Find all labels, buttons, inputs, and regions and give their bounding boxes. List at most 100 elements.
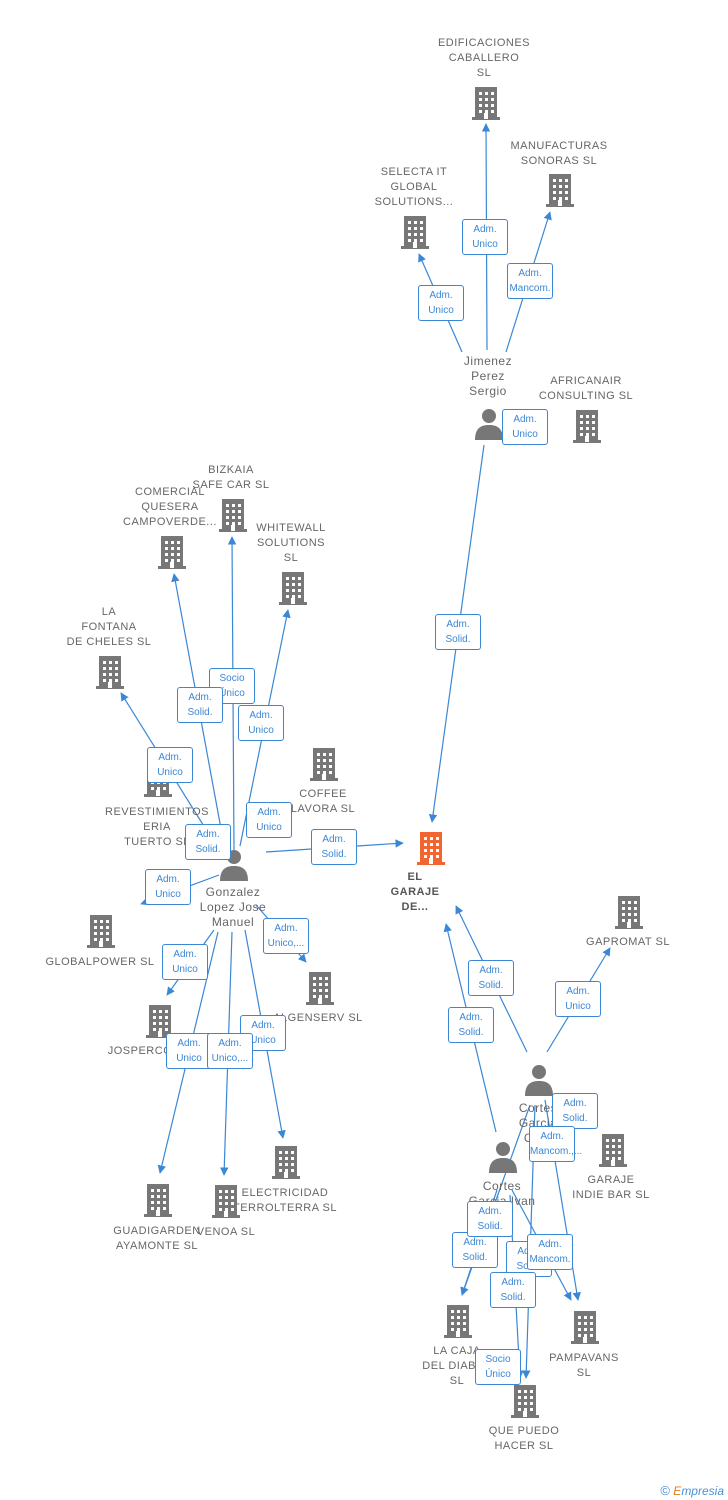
- person-label-jimenez: Jimenez Perez Sergio: [463, 354, 513, 398]
- company-node-lafontana[interactable]: LA FONTANA DE CHELES SL: [49, 605, 169, 650]
- role-badge-cortesi-pampavans[interactable]: Adm. Mancom.: [527, 1234, 573, 1270]
- company-label-pampavans: PAMPAVANS SL: [549, 1352, 619, 1379]
- company-node-africanair[interactable]: AFRICANAIR CONSULTING SL: [526, 374, 646, 404]
- company-label-quepuedo: QUE PUEDO HACER SL: [488, 1425, 560, 1452]
- role-badge-gonzalez-guadigarden[interactable]: Adm. Unico: [166, 1033, 212, 1069]
- company-node-revestimientos[interactable]: REVESTIMIENTOS ERIA TUERTO SL: [97, 805, 217, 850]
- brand-name: mpresia: [681, 1484, 724, 1498]
- building-icon-globalpower[interactable]: [85, 913, 117, 949]
- role-badge-cortesc-lacaja[interactable]: Adm. Solid.: [490, 1272, 536, 1308]
- company-label-bizkaia: BIZKAIA SAFE CAR SL: [192, 464, 270, 491]
- building-icon-quepuedo[interactable]: [509, 1383, 541, 1419]
- brand-footer[interactable]: © Empresia: [660, 1483, 724, 1498]
- company-node-garajeindie[interactable]: GARAJE INDIE BAR SL: [551, 1173, 671, 1203]
- role-badge-jimenez-manufacturas[interactable]: Adm. Mancom.: [507, 263, 553, 299]
- company-node-josperco[interactable]: JOSPERCO: [80, 1044, 200, 1059]
- role-badge-jimenez-africanair[interactable]: Adm. Unico: [502, 409, 548, 445]
- person-icon-cortesi[interactable]: [487, 1139, 519, 1175]
- company-label-josperco: JOSPERCO: [107, 1045, 173, 1057]
- building-icon-venoa[interactable]: [210, 1183, 242, 1219]
- company-node-coffee[interactable]: COFFEE LAVORA SL: [263, 787, 383, 817]
- role-badge-gonzalez-revestimientos[interactable]: Adm. Solid.: [185, 824, 231, 860]
- company-label-selecta: SELECTA IT GLOBAL SOLUTIONS...: [374, 166, 454, 208]
- person-icon-jimenez[interactable]: [473, 406, 505, 442]
- company-node-selecta[interactable]: SELECTA IT GLOBAL SOLUTIONS...: [354, 165, 474, 210]
- building-icon-electricidad[interactable]: [270, 1144, 302, 1180]
- company-node-venoa[interactable]: VENOA SL: [166, 1225, 286, 1240]
- role-badge-cortesi-elgaraje[interactable]: Adm. Solid.: [448, 1007, 494, 1043]
- company-node-manufacturas[interactable]: MANUFACTURAS SONORAS SL: [499, 139, 619, 169]
- building-icon-pampavans[interactable]: [569, 1309, 601, 1345]
- company-node-guadigarden[interactable]: GUADIGARDEN AYAMONTE SL: [97, 1224, 217, 1254]
- building-icon-whitewall[interactable]: [277, 570, 309, 606]
- company-label-revestimientos: REVESTIMIENTOS ERIA TUERTO SL: [105, 806, 209, 848]
- building-icon-guadigarden[interactable]: [142, 1182, 174, 1218]
- company-label-elgaraje: EL GARAJE DE...: [390, 871, 440, 913]
- company-node-comercial[interactable]: COMERCIAL QUESERA CAMPOVERDE...: [110, 485, 230, 530]
- building-icon-coffee[interactable]: [308, 746, 340, 782]
- company-node-electricidad[interactable]: ELECTRICIDAD TERROLTERRA SL: [225, 1186, 345, 1216]
- role-badge-jimenez-edificaciones[interactable]: Adm. Unico: [462, 219, 508, 255]
- building-icon-selecta[interactable]: [399, 214, 431, 250]
- company-label-globalpower: GLOBALPOWER SL: [45, 956, 155, 968]
- role-badge-gonzalez-whitewall[interactable]: Adm. Unico: [238, 705, 284, 741]
- company-node-whitewall[interactable]: WHITEWALL SOLUTIONS SL: [231, 521, 351, 566]
- company-label-lafontana: LA FONTANA DE CHELES SL: [66, 606, 152, 648]
- person-icon-cortesc[interactable]: [523, 1062, 555, 1098]
- role-badge-cortesc-gapromat[interactable]: Adm. Unico: [555, 981, 601, 1017]
- building-icon-josperco[interactable]: [144, 1003, 176, 1039]
- role-badge-cortesc-elgaraje[interactable]: Adm. Solid.: [468, 960, 514, 996]
- company-label-algenserv: ALGENSERV SL: [273, 1012, 363, 1024]
- company-label-comercial: COMERCIAL QUESERA CAMPOVERDE...: [123, 486, 217, 528]
- building-icon-manufacturas[interactable]: [544, 172, 576, 208]
- role-badge-gonzalez-globalpower[interactable]: Adm. Unico: [145, 869, 191, 905]
- role-badge-cortesc-pampavans[interactable]: Adm. Mancom.,...: [529, 1126, 582, 1162]
- company-node-elgaraje[interactable]: EL GARAJE DE...: [355, 870, 475, 915]
- role-badge-cortesc-garajeindie[interactable]: Adm. Solid.: [552, 1093, 598, 1129]
- brand-initial: E: [673, 1484, 682, 1498]
- building-icon-africanair[interactable]: [571, 408, 603, 444]
- company-label-manufacturas: MANUFACTURAS SONORAS SL: [510, 140, 608, 167]
- company-node-pampavans[interactable]: PAMPAVANS SL: [524, 1351, 644, 1381]
- company-label-venoa: VENOA SL: [196, 1226, 256, 1238]
- role-badge-gonzalez-venoa[interactable]: Adm. Unico,...: [207, 1033, 253, 1069]
- building-icon-edificaciones[interactable]: [470, 85, 502, 121]
- company-label-electricidad: ELECTRICIDAD TERROLTERRA SL: [233, 1187, 337, 1214]
- role-badge-jimenez-elgaraje[interactable]: Adm. Solid.: [435, 614, 481, 650]
- role-badge-gonzalez-coffee[interactable]: Adm. Unico: [246, 802, 292, 838]
- person-node-gonzalez[interactable]: Gonzalez Lopez Jose Manuel: [173, 885, 293, 930]
- building-icon-bizkaia[interactable]: [217, 497, 249, 533]
- company-node-quepuedo[interactable]: QUE PUEDO HACER SL: [464, 1424, 584, 1454]
- company-label-africanair: AFRICANAIR CONSULTING SL: [538, 375, 634, 402]
- role-badge-jimenez-selecta[interactable]: Adm. Unico: [418, 285, 464, 321]
- company-label-edificaciones: EDIFICACIONES CABALLERO SL: [437, 37, 531, 79]
- company-label-coffee: COFFEE LAVORA SL: [290, 788, 356, 815]
- building-icon-lafontana[interactable]: [94, 654, 126, 690]
- company-node-edificaciones[interactable]: EDIFICACIONES CABALLERO SL: [424, 36, 544, 81]
- person-node-jimenez[interactable]: Jimenez Perez Sergio: [428, 354, 548, 399]
- building-icon-elgaraje[interactable]: [415, 830, 447, 866]
- person-label-gonzalez: Gonzalez Lopez Jose Manuel: [199, 885, 267, 929]
- building-icon-comercial[interactable]: [156, 534, 188, 570]
- company-node-bizkaia[interactable]: BIZKAIA SAFE CAR SL: [171, 463, 291, 493]
- company-label-guadigarden: GUADIGARDEN AYAMONTE SL: [113, 1225, 201, 1252]
- role-badge-gonzalez-algenserv[interactable]: Adm. Unico,...: [263, 918, 309, 954]
- role-badge-cortesi-lacaja[interactable]: Adm. Solid.: [452, 1232, 498, 1268]
- role-badge-gonzalez-comercial[interactable]: Adm. Solid.: [177, 687, 223, 723]
- company-node-gapromat[interactable]: GAPROMAT SL: [568, 935, 688, 950]
- copyright-symbol: ©: [660, 1483, 670, 1498]
- company-label-whitewall: WHITEWALL SOLUTIONS SL: [256, 522, 326, 564]
- building-icon-algenserv[interactable]: [304, 970, 336, 1006]
- company-label-garajeindie: GARAJE INDIE BAR SL: [572, 1174, 650, 1201]
- role-badge-cortesi-garajeindie[interactable]: Socio Único: [475, 1349, 521, 1385]
- building-icon-lacaja[interactable]: [442, 1303, 474, 1339]
- role-badge-gonzalez-lafontana[interactable]: Adm. Unico: [147, 747, 193, 783]
- company-node-algenserv[interactable]: ALGENSERV SL: [258, 1011, 378, 1026]
- role-badge-gonzalez-josperco[interactable]: Adm. Unico: [162, 944, 208, 980]
- role-badge-gonzalez-elgaraje[interactable]: Adm. Solid.: [311, 829, 357, 865]
- building-icon-gapromat[interactable]: [613, 894, 645, 930]
- building-icon-garajeindie[interactable]: [597, 1132, 629, 1168]
- company-node-globalpower[interactable]: GLOBALPOWER SL: [40, 955, 160, 970]
- role-badge-cortesi-quepuedo[interactable]: Adm. Solid.: [467, 1201, 513, 1237]
